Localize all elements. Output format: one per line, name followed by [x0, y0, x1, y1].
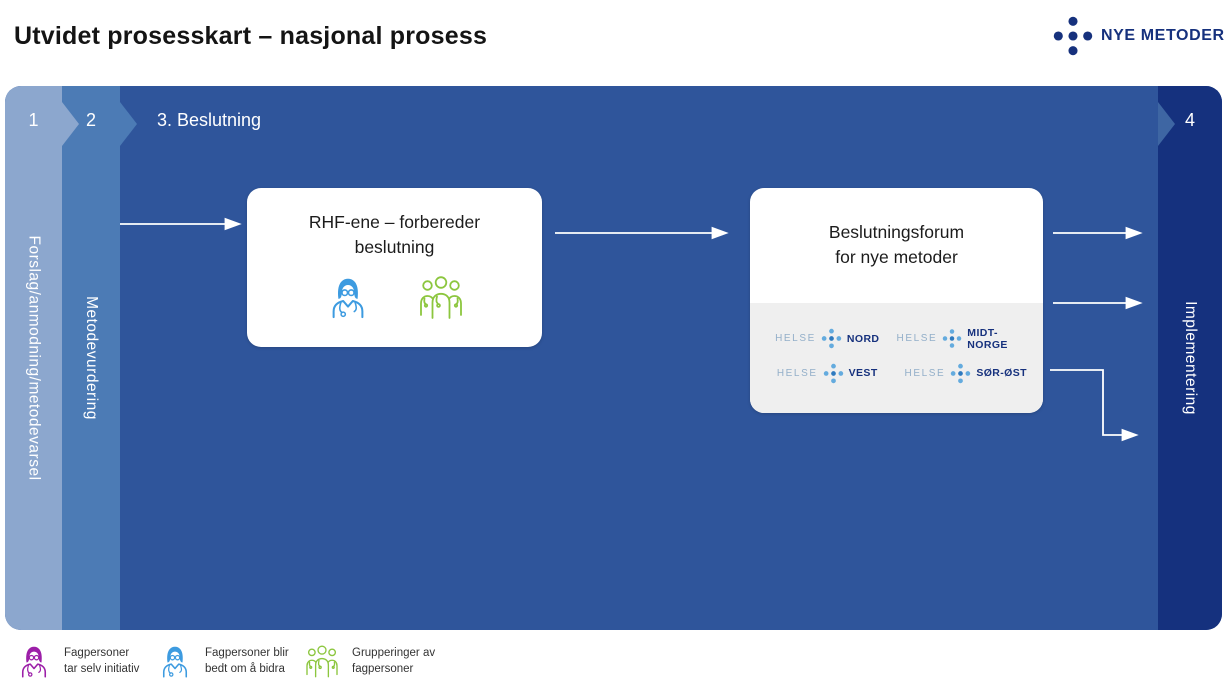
helse-region: MIDT-NORGE [967, 326, 1008, 351]
helse-prefix: HELSE [775, 333, 816, 344]
nye-metoder-dots-icon [1053, 16, 1093, 56]
legend-item-asked: Fagpersoner blir bedt om å bidra [157, 643, 289, 679]
beslutningsforum-box: Beslutningsforum for nye metoder HELSE N… [750, 188, 1043, 413]
helse-region: NORD [846, 332, 880, 345]
legend-line: fagpersoner [352, 663, 414, 675]
forum-title-line1: Beslutningsforum [828, 222, 965, 242]
helse-region: VEST [848, 367, 878, 379]
rhf-box-title: RHF-ene – forbereder beslutning [247, 210, 542, 261]
stage-3-heading: 3. Beslutning [157, 110, 262, 130]
brand-name: NYE METODER [1101, 27, 1225, 44]
helse-prefix: HELSE [776, 367, 818, 379]
legend-line: bedt om å bidra [205, 663, 285, 675]
helse-midt-norge-dots-icon [942, 328, 962, 349]
legend-item-initiative: Fagpersoner tar selv initiativ [16, 643, 139, 679]
helse-vest-logo: HELSE VEST [758, 363, 897, 384]
helse-prefix: HELSE [896, 333, 938, 344]
group-green-icon [417, 273, 465, 321]
helse-sor-ost-dots-icon [950, 363, 971, 384]
brand-logo: NYE METODER [1052, 15, 1225, 57]
stage-4-number: 4 [1184, 110, 1195, 130]
group-green-icon [304, 643, 340, 679]
legend-line: Grupperinger av [352, 646, 436, 659]
helse-vest-dots-icon [823, 363, 844, 384]
rhf-box: RHF-ene – forbereder beslutning [247, 188, 542, 347]
stage-2-label: Metodevurdering [83, 296, 100, 420]
legend-line: Fagpersoner [64, 646, 130, 659]
legend-label: Fagpersoner tar selv initiativ [64, 645, 139, 677]
stage-4-strip: 4 Implementering [1158, 86, 1222, 630]
forum-logos-panel: HELSE NORD HELSE MIDT-NORGE HELSE VEST H… [750, 303, 1043, 413]
legend-label: Grupperinger av fagpersoner [352, 645, 435, 677]
process-map: 1 Forslag/anmodning/metodevarsel 2 Metod… [5, 86, 1222, 630]
doctor-purple-icon [16, 643, 52, 679]
legend-line: tar selv initiativ [64, 663, 140, 675]
stage-1-label: Forslag/anmodning/metodevarsel [25, 235, 43, 481]
helse-prefix: HELSE [904, 367, 946, 379]
stage-2-number: 2 [85, 110, 96, 130]
helse-sor-ost-logo: HELSE SØR-ØST [897, 363, 1036, 384]
stage-4-label: Implementering [1182, 301, 1199, 415]
helse-nord-dots-icon [821, 328, 842, 349]
stage-1-number: 1 [28, 110, 39, 130]
page-title: Utvidet prosesskart – nasjonal prosess [14, 22, 488, 50]
doctor-blue-icon [157, 643, 193, 679]
rhf-title-line2: beslutning [354, 237, 435, 258]
stage-2-strip: 2 Metodevurdering [62, 86, 120, 630]
legend-label: Fagpersoner blir bedt om å bidra [205, 645, 289, 677]
forum-title-line2: for nye metoder [835, 247, 958, 268]
legend-item-groups: Grupperinger av fagpersoner [304, 643, 435, 679]
doctor-blue-icon [325, 274, 371, 320]
helse-nord-logo: HELSE NORD [758, 327, 897, 351]
helse-region: SØR-ØST [976, 367, 1027, 379]
forum-box-title: Beslutningsforum for nye metoder [750, 220, 1043, 271]
helse-midt-norge-logo: HELSE MIDT-NORGE [897, 327, 1036, 351]
stage-1-strip: 1 Forslag/anmodning/metodevarsel [5, 86, 62, 630]
rhf-title-line1: RHF-ene – forbereder [308, 212, 481, 232]
legend-line: Fagpersoner blir [205, 646, 289, 659]
